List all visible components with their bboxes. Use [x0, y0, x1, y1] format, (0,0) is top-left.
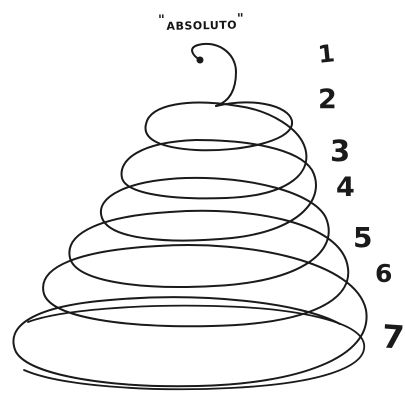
title-text: ABSOLUTO — [166, 19, 237, 33]
title-close-quote: " — [237, 11, 245, 26]
level-label-2: 2 — [318, 86, 337, 113]
level-label-4: 4 — [336, 174, 355, 201]
spiral-base-stroke — [24, 306, 364, 390]
level-label-7: 7 — [381, 320, 405, 353]
level-label-3: 3 — [330, 137, 350, 166]
level-label-6: 6 — [375, 261, 392, 286]
diagram-title: "ABSOLUTO" — [158, 12, 298, 42]
spiral-loop-5 — [69, 178, 328, 287]
title-open-quote: " — [158, 13, 166, 28]
spiral-loop-3 — [122, 106, 307, 198]
level-label-1: 1 — [317, 41, 336, 67]
spiral-hook — [192, 44, 236, 106]
level-label-5: 5 — [353, 224, 372, 252]
